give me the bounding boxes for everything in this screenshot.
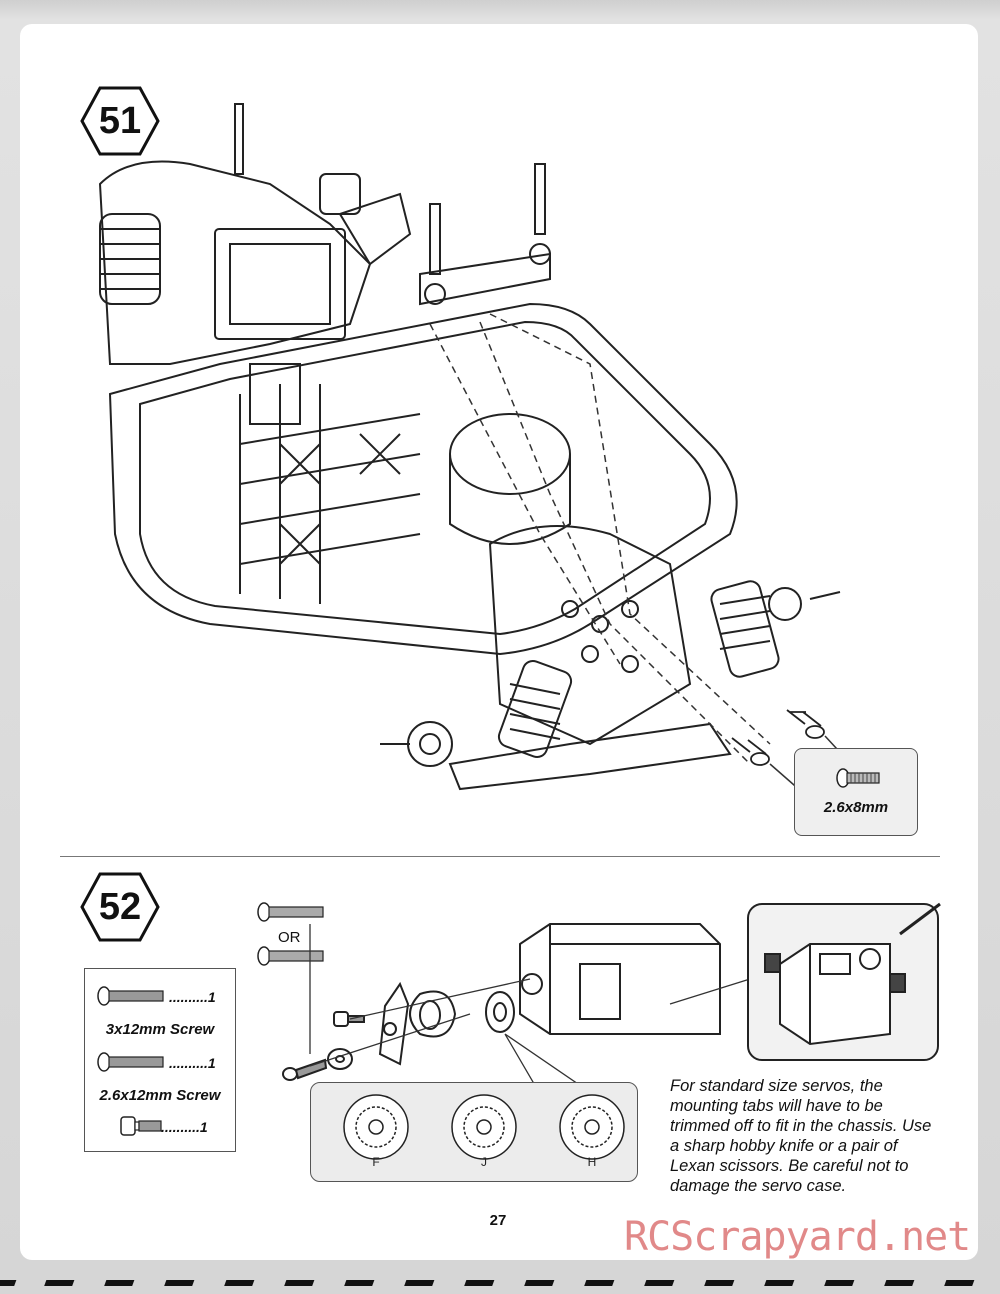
step-51-chassis-illustration: [98, 103, 850, 800]
step-52-badge: 52: [80, 872, 160, 942]
ball-stud-icon: [120, 1116, 162, 1136]
spline-gear-icons: [343, 1094, 625, 1160]
screw-callout-box: 2.6x8mm: [794, 748, 918, 836]
spline-options-box: F J H: [310, 1082, 638, 1182]
manual-page: 51: [20, 24, 978, 1260]
screw-icon: [97, 986, 164, 1006]
part-qty: ..........1: [161, 1119, 208, 1135]
part-qty: ..........1: [169, 989, 216, 1005]
part-name: 3x12mm Screw: [105, 1021, 215, 1038]
part-name: 2.6x12mm Screw: [99, 1087, 221, 1104]
or-label: OR: [278, 929, 301, 946]
step-51-badge: 51: [80, 86, 160, 156]
step-51-number: 51: [98, 99, 142, 142]
bottom-dash-strip: [0, 1280, 975, 1286]
spline-label-h: H: [587, 1155, 597, 1169]
screw-icon: [836, 768, 880, 788]
page-number: 27: [489, 1212, 507, 1229]
screw-callout-label: 2.6x8mm: [823, 799, 889, 816]
servo-assembly-illustration: [282, 902, 941, 1084]
screw-options-illustration: [257, 902, 324, 966]
step-52-number: 52: [98, 885, 142, 928]
parts-list-box: ..........1 3x12mm Screw ..........1 2.6…: [84, 968, 236, 1152]
servo-trim-note: For standard size servos, the mounting t…: [670, 1077, 932, 1195]
screw-icon: [97, 1052, 164, 1072]
spline-label-f: F: [372, 1155, 380, 1169]
hexagon-icon: [80, 86, 160, 156]
spline-label-j: J: [481, 1155, 487, 1169]
hexagon-icon: [80, 872, 160, 942]
step-divider: [60, 856, 940, 857]
watermark: RCScrapyard.net: [624, 1214, 971, 1260]
part-qty: ..........1: [169, 1055, 216, 1071]
